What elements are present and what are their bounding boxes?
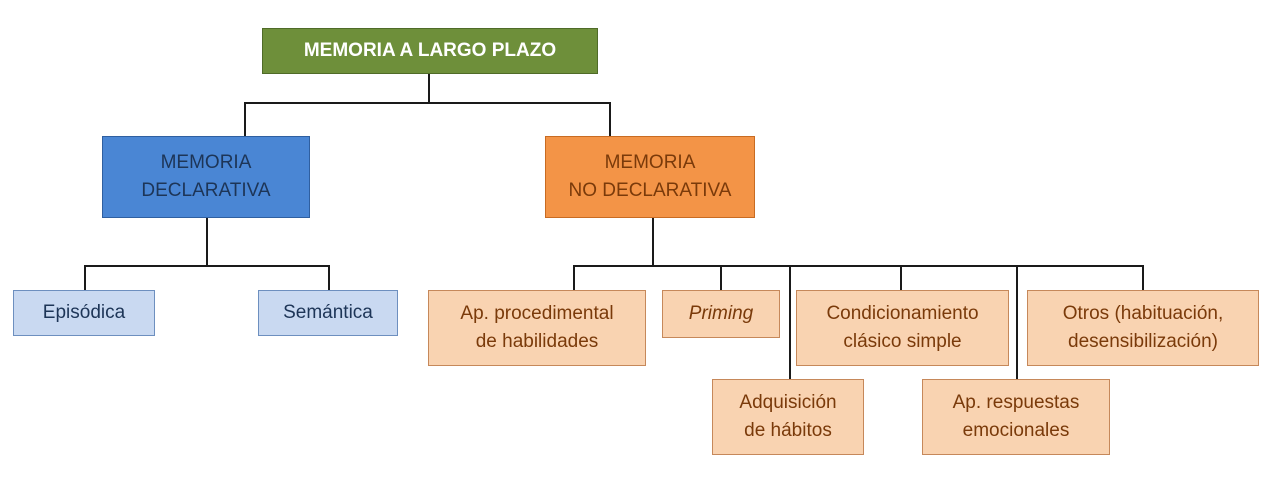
node-priming-label: Priming: [688, 303, 754, 325]
connector-to-priming: [720, 265, 722, 290]
connector-to-episodica: [84, 265, 86, 290]
connector-to-habitos: [789, 265, 791, 379]
node-semantica-label: Semántica: [283, 302, 373, 324]
node-declarative-memory: MEMORIA DECLARATIVA: [102, 136, 310, 218]
connector-to-non-declarative: [609, 102, 611, 136]
node-episodica-label: Episódica: [42, 302, 126, 324]
node-otros: Otros (habituación, desensibilización): [1027, 290, 1259, 366]
node-emocionales-label: Ap. respuestas emocionales: [952, 392, 1080, 441]
node-condicionamiento: Condicionamiento clásico simple: [796, 290, 1009, 366]
connector-level1-horizontal: [244, 102, 611, 104]
connector-declarative-horizontal: [84, 265, 330, 267]
node-episodica: Episódica: [13, 290, 155, 336]
node-non-declarative-memory-label: MEMORIA NO DECLARATIVA: [568, 152, 732, 201]
node-declarative-memory-label: MEMORIA DECLARATIVA: [141, 152, 271, 201]
connector-declarative-down: [206, 218, 208, 266]
connector-non-declarative-horizontal: [573, 265, 1144, 267]
connector-to-procedimental: [573, 265, 575, 290]
node-condicionamiento-label: Condicionamiento clásico simple: [826, 303, 979, 352]
connector-to-declarative: [244, 102, 246, 136]
connector-to-semantica: [328, 265, 330, 290]
node-emocionales: Ap. respuestas emocionales: [922, 379, 1110, 455]
connector-to-otros: [1142, 265, 1144, 290]
connector-non-declarative-down: [652, 218, 654, 266]
node-habitos: Adquisición de hábitos: [712, 379, 864, 455]
node-procedimental-label: Ap. procedimental de habilidades: [460, 303, 614, 352]
node-semantica: Semántica: [258, 290, 398, 336]
node-non-declarative-memory: MEMORIA NO DECLARATIVA: [545, 136, 755, 218]
node-habitos-label: Adquisición de hábitos: [739, 392, 837, 441]
node-long-term-memory-label: MEMORIA A LARGO PLAZO: [303, 40, 557, 62]
connector-root-down: [428, 74, 430, 103]
node-procedimental: Ap. procedimental de habilidades: [428, 290, 646, 366]
node-priming: Priming: [662, 290, 780, 338]
connector-to-emocionales: [1016, 265, 1018, 379]
node-long-term-memory: MEMORIA A LARGO PLAZO: [262, 28, 598, 74]
node-otros-label: Otros (habituación, desensibilización): [1062, 303, 1224, 352]
connector-to-condicionamiento: [900, 265, 902, 290]
